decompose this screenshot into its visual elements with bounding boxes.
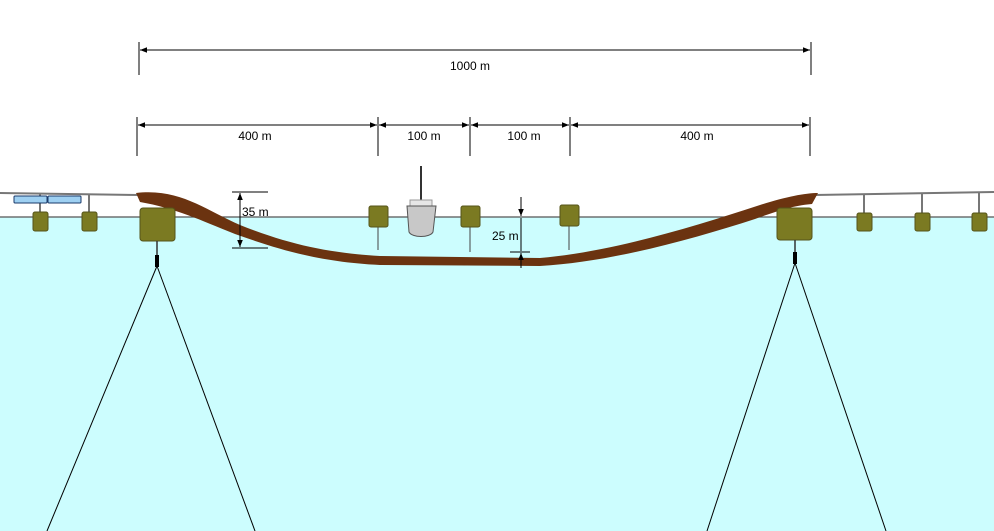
buoy-icon	[460, 205, 481, 228]
mooring-lines	[46, 262, 887, 531]
sea-area	[0, 217, 994, 531]
right-buoys	[856, 193, 988, 232]
ship-icon	[406, 166, 437, 237]
span-center-right-label: 100 m	[507, 129, 540, 143]
buoy-icon	[971, 212, 988, 232]
dimension-segments: 400 m 100 m 100 m 400 m	[136, 117, 811, 156]
buoy-icon	[81, 211, 98, 232]
span-right-label: 400 m	[680, 129, 713, 143]
dimension-total-label: 1000 m	[450, 59, 490, 73]
span-left-label: 400 m	[238, 129, 271, 143]
right-anchor-float	[776, 207, 813, 241]
left-anchor-clamp	[155, 255, 159, 267]
depth-ends-label: 35 m	[242, 205, 269, 219]
buoy-icon	[32, 211, 49, 232]
tunnel-tube	[136, 192, 818, 266]
left-anchor-float	[139, 207, 176, 242]
middle-floats	[368, 204, 580, 252]
depth-dimension-center: 25 m	[492, 197, 530, 268]
left-surface-cable	[0, 192, 141, 196]
dimension-total: 1000 m	[138, 42, 812, 75]
buoy-icon	[559, 204, 580, 227]
span-center-left-label: 100 m	[407, 129, 440, 143]
right-surface-cable	[814, 191, 994, 196]
depth-dimension-ends: 35 m	[232, 191, 269, 249]
buoy-icon	[368, 205, 389, 228]
depth-center-label: 25 m	[492, 229, 519, 243]
buoy-icon	[914, 212, 931, 232]
buoy-icon	[856, 212, 873, 232]
solar-panel-icon	[13, 195, 82, 204]
right-anchor-clamp	[793, 252, 797, 264]
